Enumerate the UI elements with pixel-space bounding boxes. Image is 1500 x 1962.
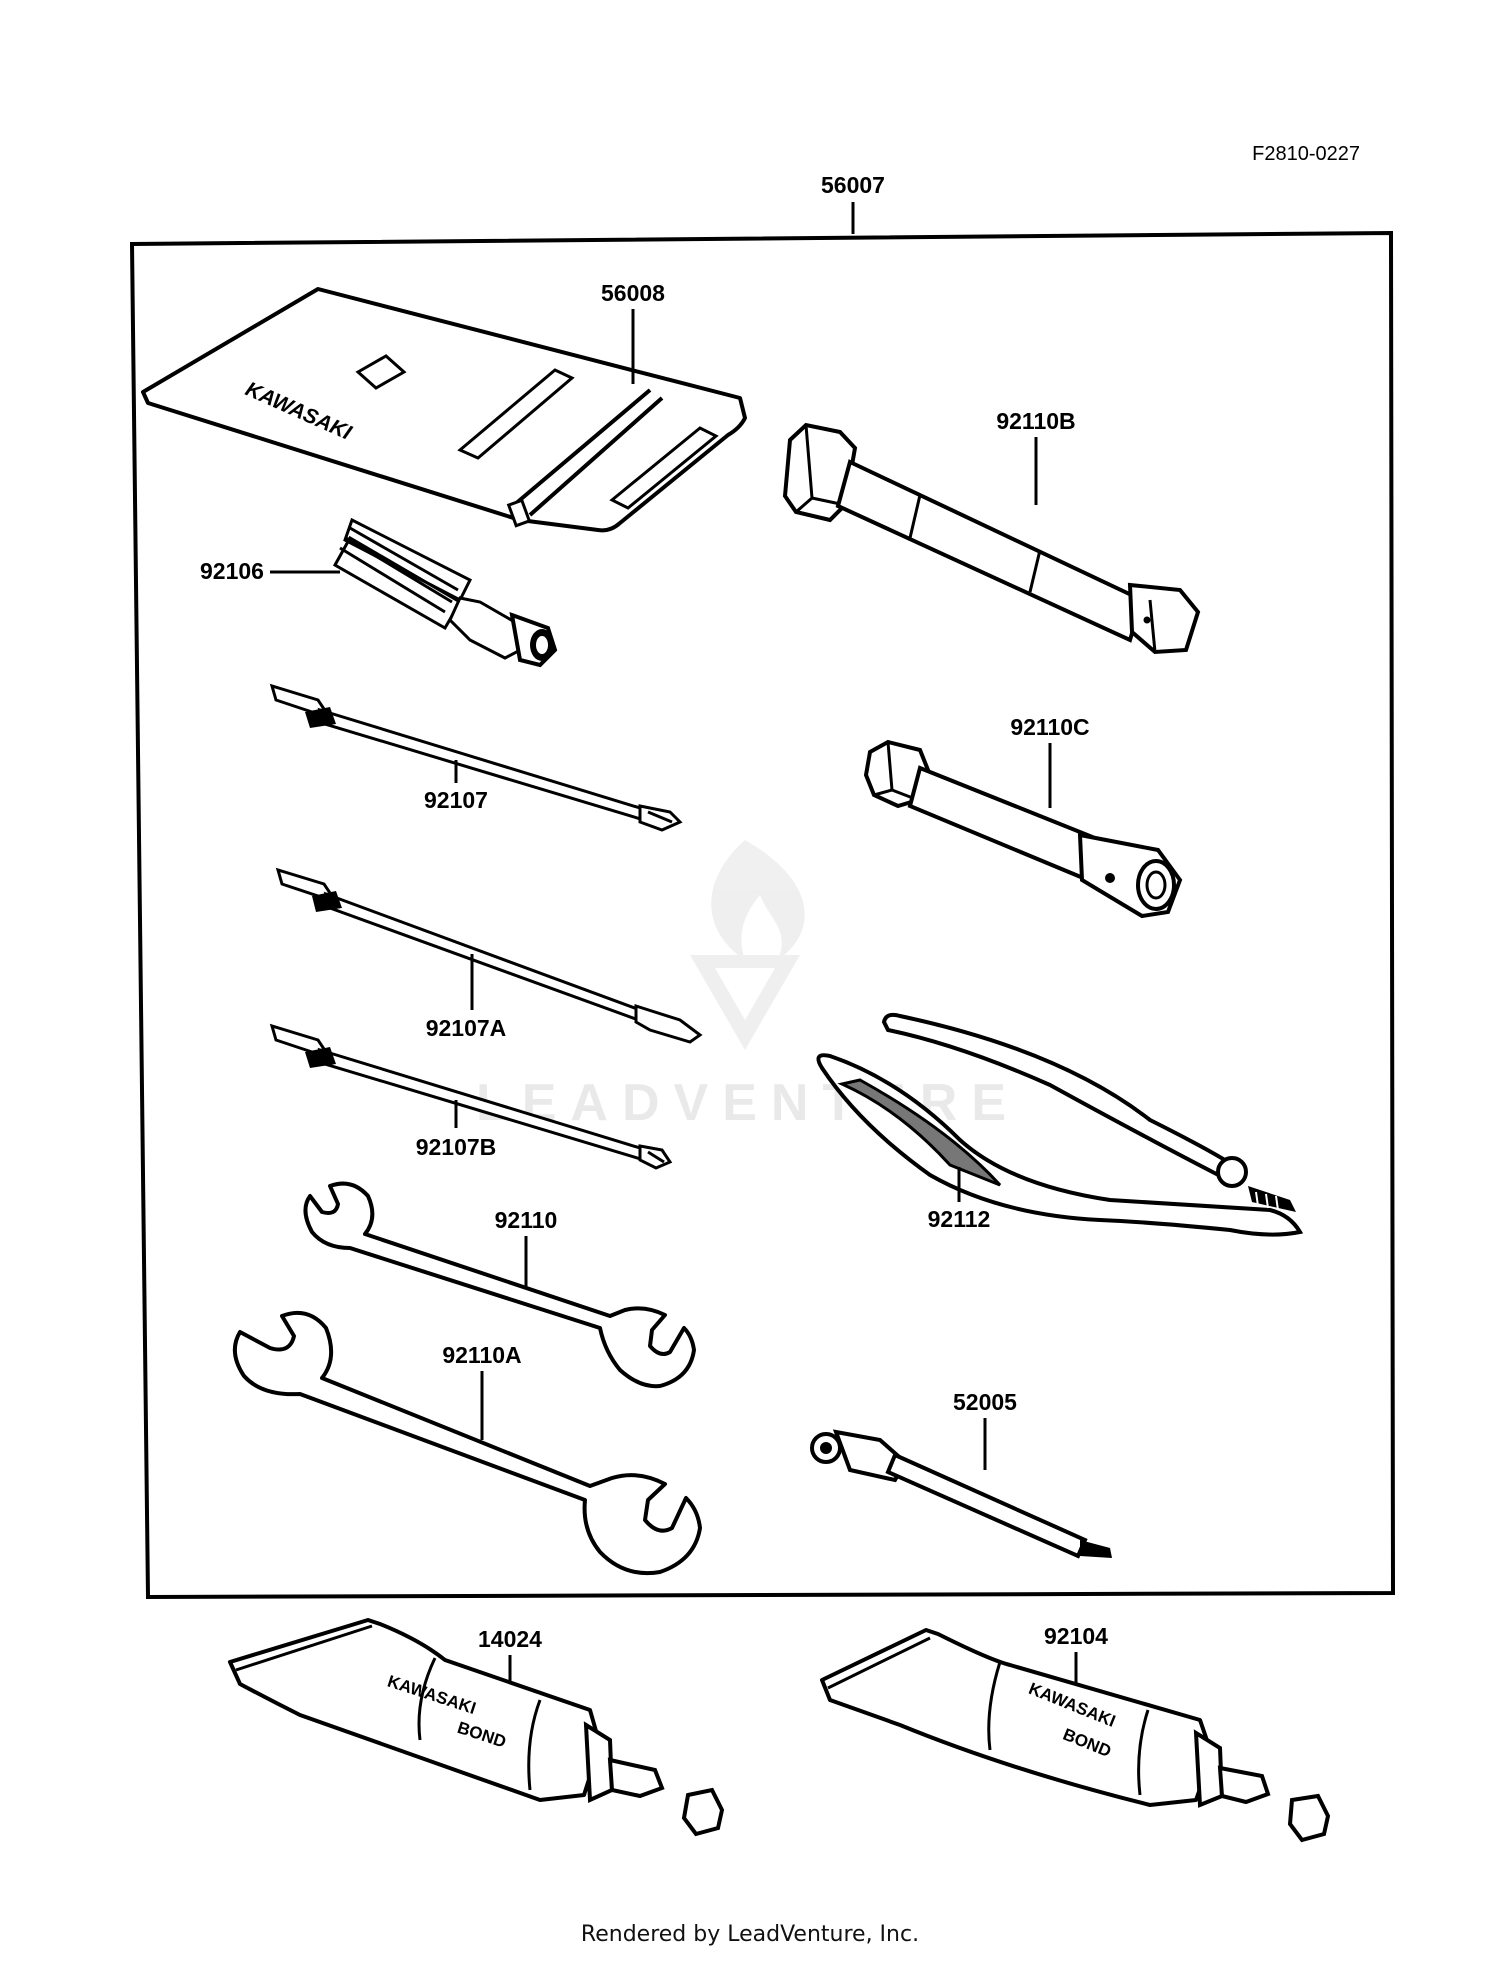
part-number-92107A[interactable]: 92107A [426,1015,507,1041]
screwdriver-92107[interactable] [269,683,683,832]
part-number-92110[interactable]: 92110 [495,1207,558,1233]
plug-wrench-92110C[interactable] [863,739,1183,919]
screwdriver-handle[interactable] [332,517,558,668]
screwdriver-92107B[interactable] [269,1023,673,1170]
plug-wrench-92110B[interactable] [782,422,1201,655]
part-number-92106[interactable]: 92106 [200,558,264,584]
figure-id: F2810-0227 [1252,143,1360,165]
part-number-52005[interactable]: 52005 [953,1389,1017,1415]
screwdriver-92107A[interactable] [275,867,703,1044]
kit-part-number[interactable]: 56007 [821,172,885,198]
watermark-flame-icon [711,840,805,960]
watermark-v-icon [690,955,800,1050]
footer-credit: Rendered by LeadVenture, Inc. [580,1922,920,1947]
part-number-92107B[interactable]: 92107B [416,1134,497,1160]
wrench-92110[interactable] [303,1181,696,1389]
tool-bag[interactable]: KAWASAKI [141,287,747,533]
bond-tube-92104[interactable]: KAWASAKI BOND [820,1628,1331,1843]
part-number-92110C[interactable]: 92110C [1010,714,1089,740]
gauge-52005[interactable] [810,1429,1112,1559]
kit-frame [129,230,1396,1600]
part-number-92110A[interactable]: 92110A [442,1342,521,1368]
part-number-56008[interactable]: 56008 [601,280,665,306]
part-number-92112[interactable]: 92112 [928,1206,991,1232]
bond-tube-14024[interactable]: KAWASAKI BOND [228,1618,725,1837]
part-number-14024[interactable]: 14024 [478,1626,542,1652]
part-number-92104[interactable]: 92104 [1044,1623,1108,1649]
pliers-92112[interactable] [816,1012,1304,1237]
part-number-92107[interactable]: 92107 [424,787,488,813]
part-number-92110B[interactable]: 92110B [996,408,1075,434]
wrench-92110A[interactable] [232,1311,702,1576]
